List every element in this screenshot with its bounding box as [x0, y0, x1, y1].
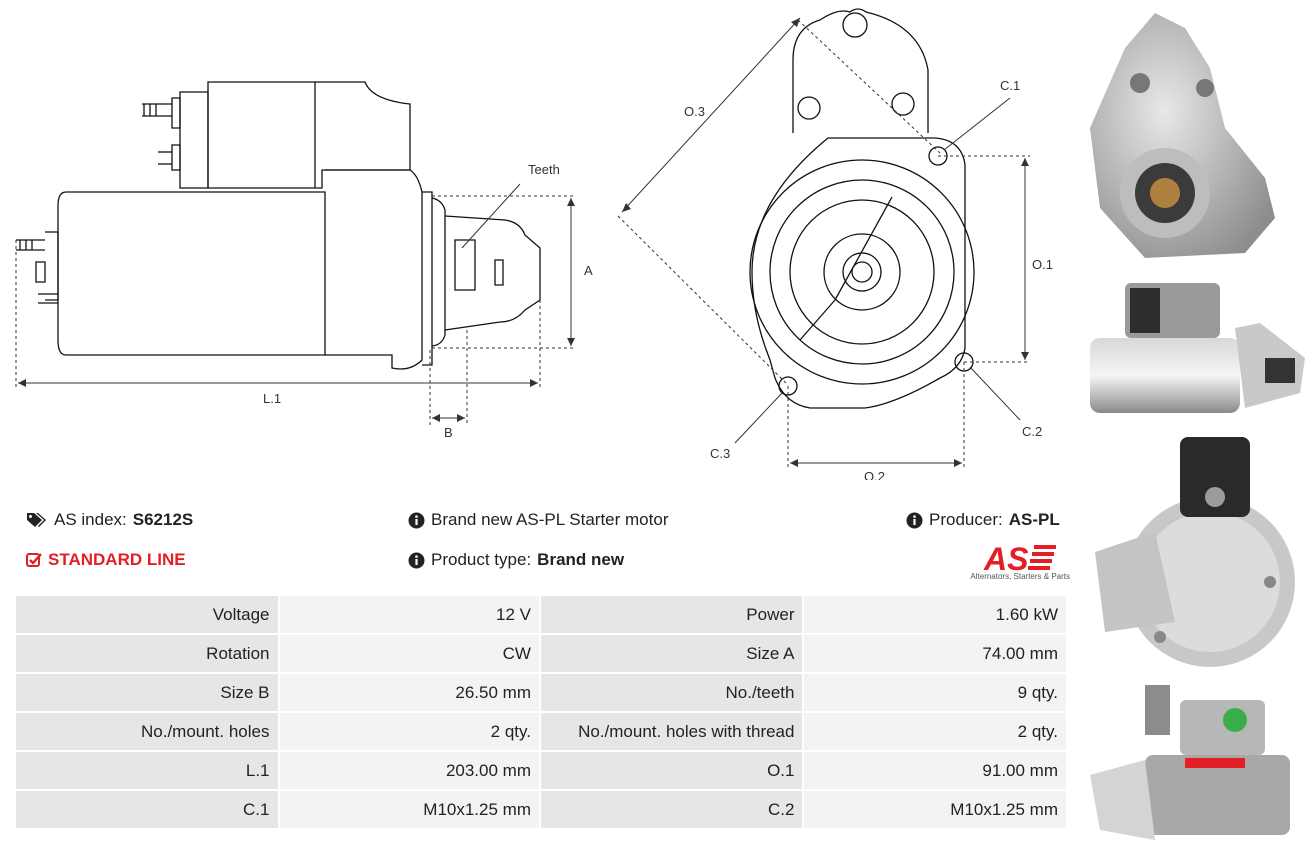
spec-label: Size A — [540, 635, 803, 672]
spec-value: CW — [279, 635, 539, 672]
spec-value: 26.50 mm — [279, 674, 539, 711]
producer-value: AS-PL — [1008, 510, 1060, 529]
spec-value: 203.00 mm — [279, 752, 539, 789]
spec-value: M10x1.25 mm — [804, 791, 1066, 828]
label-a: A — [584, 263, 593, 278]
check-square-icon — [26, 552, 42, 568]
spec-label: No./teeth — [540, 674, 803, 711]
spec-label: L.1 — [16, 752, 278, 789]
label-b: B — [444, 425, 453, 440]
as-index-label: AS index: — [54, 510, 127, 529]
as-index-value: S6212S — [132, 510, 194, 529]
label-l1: L.1 — [263, 391, 281, 406]
spec-value: 12 V — [279, 596, 539, 633]
info-icon — [906, 512, 923, 529]
label-o3: O.3 — [684, 104, 705, 119]
as-index: AS index: S6212S — [26, 510, 193, 530]
product-photo-side — [1090, 283, 1305, 413]
spec-label: Voltage — [16, 596, 278, 633]
product-type-value: Brand new — [537, 550, 625, 569]
motor-body-outline — [57, 191, 326, 356]
spec-label: No./mount. holes — [16, 713, 278, 750]
label-c1: C.1 — [1000, 78, 1020, 93]
logo-subtitle: Alternators, Starters & Parts — [970, 572, 1070, 581]
standard-line: STANDARD LINE — [26, 550, 186, 570]
spec-label: No./mount. holes with thread — [540, 713, 803, 750]
producer: Producer: AS-PL — [906, 510, 1060, 530]
spec-label: O.1 — [540, 752, 803, 789]
tags-icon — [26, 512, 48, 528]
product-photo-front — [1090, 13, 1275, 258]
spec-value: 2 qty. — [804, 713, 1066, 750]
spec-label: Size B — [16, 674, 278, 711]
spec-label: C.1 — [16, 791, 278, 828]
spec-label: Rotation — [16, 635, 278, 672]
label-c3: C.3 — [710, 446, 730, 461]
brand-new-text: Brand new AS-PL Starter motor — [431, 510, 669, 529]
product-type-label: Product type: — [431, 550, 532, 569]
solenoid-outline — [207, 81, 316, 189]
front-view-flange — [792, 8, 929, 133]
spec-value: 9 qty. — [804, 674, 1066, 711]
as-pl-logo: AS — [983, 541, 1056, 577]
spec-value: 74.00 mm — [804, 635, 1066, 672]
brand-new-info: Brand new AS-PL Starter motor — [408, 510, 668, 530]
logo-text: AS — [983, 541, 1029, 577]
product-photo-top — [1090, 685, 1290, 840]
producer-label: Producer: — [929, 510, 1003, 529]
spec-value: 91.00 mm — [804, 752, 1066, 789]
info-icon — [408, 552, 425, 569]
spec-value: M10x1.25 mm — [279, 791, 539, 828]
spec-value: 2 qty. — [279, 713, 539, 750]
label-c2: C.2 — [1022, 424, 1042, 439]
info-icon — [408, 512, 425, 529]
product-photo-rear — [1095, 437, 1295, 667]
spec-label: Power — [540, 596, 803, 633]
technical-drawing: Teeth A L.1 B O — [15, 8, 1053, 480]
spec-value: 1.60 kW — [804, 596, 1066, 633]
product-type: Product type: Brand new — [408, 550, 624, 570]
label-o1: O.1 — [1032, 257, 1053, 272]
label-teeth: Teeth — [528, 162, 560, 177]
label-o2: O.2 — [864, 469, 885, 480]
standard-line-text: STANDARD LINE — [48, 550, 186, 569]
spec-label: C.2 — [540, 791, 803, 828]
